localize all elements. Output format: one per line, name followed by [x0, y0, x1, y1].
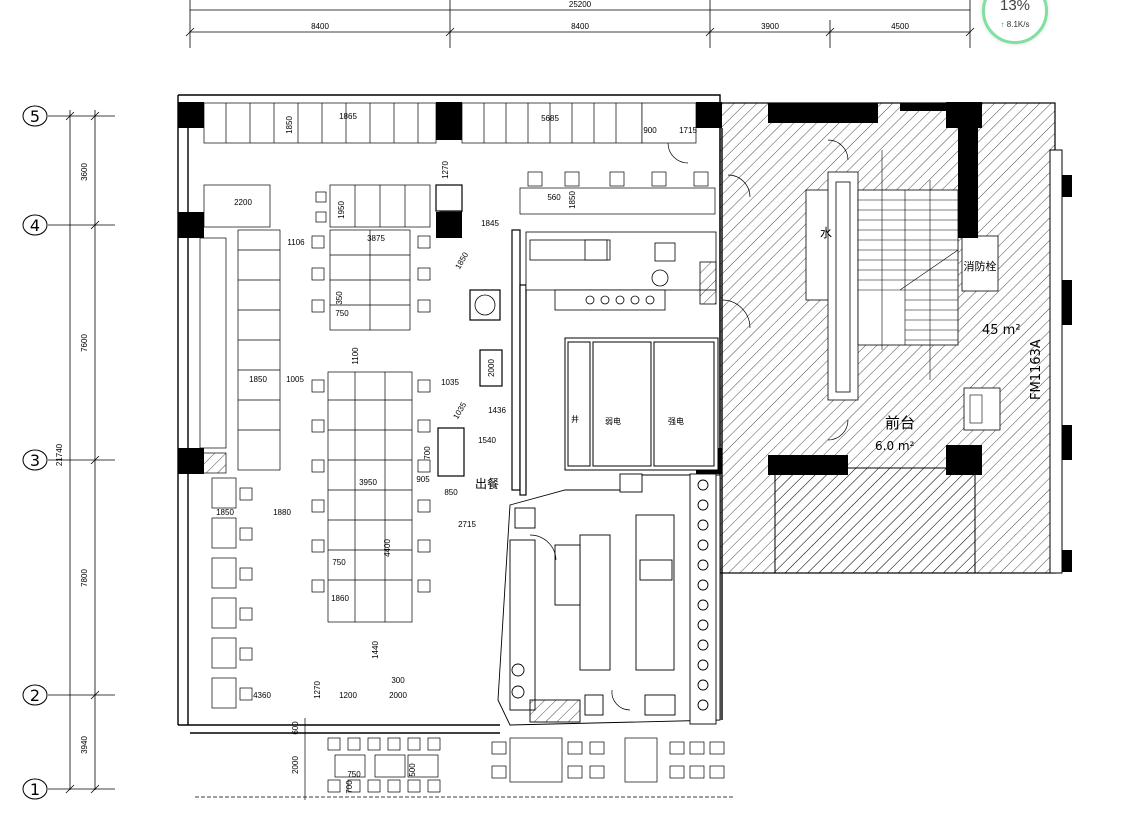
- fire-hydrant-label: 消防栓: [964, 259, 997, 273]
- dim-interior: 2000: [487, 359, 496, 377]
- dim-interior: 4400: [383, 539, 392, 557]
- dim-interior: 750: [347, 770, 361, 779]
- dim-interior: 600: [291, 721, 300, 735]
- dim-interior: 2715: [458, 520, 476, 529]
- dim-interior: 1100: [351, 347, 360, 365]
- upload-arrow-icon: ↑: [1000, 20, 1005, 29]
- fire-panel: [963, 387, 1001, 431]
- dim-interior: 4360: [253, 691, 271, 700]
- dim-interior: 1440: [371, 641, 380, 659]
- axis-bubbles: [22, 105, 48, 800]
- exit-label: 出餐: [475, 476, 499, 491]
- dim-interior: 1950: [337, 201, 346, 219]
- hall-area-label: 45 m²: [982, 323, 1021, 338]
- dim-left-total: 21740: [55, 443, 64, 466]
- interior-dimensions: 1850 1865 5685 900 1715 1270 2200 1950 5…: [216, 112, 697, 794]
- front-area-label: 前台: [885, 414, 915, 432]
- door-swings: [529, 139, 849, 711]
- dim-interior: 350: [335, 291, 344, 305]
- dim-interior: 560: [547, 193, 561, 202]
- dim-interior: 1715: [679, 126, 697, 135]
- dim-interior: 1850: [216, 508, 234, 517]
- dim-interior: 2200: [234, 198, 252, 207]
- widget-speed-row: ↑ 8.1K/s: [985, 20, 1045, 29]
- structural-columns: [178, 102, 982, 475]
- kitchen-upper-equipment: [525, 231, 717, 311]
- dim-interior: 1850: [285, 116, 294, 134]
- dim-top-1: 8400: [311, 22, 329, 31]
- axis-label-4: 4: [30, 216, 40, 235]
- dim-top-2: 8400: [571, 22, 589, 31]
- dim-interior: 1106: [287, 238, 305, 247]
- dim-interior: 2000: [291, 756, 300, 774]
- dim-interior: 850: [444, 488, 458, 497]
- dim-interior: 1436: [488, 406, 506, 415]
- fire-hydrant: 消防栓: [961, 235, 999, 292]
- dim-interior: 700: [423, 446, 432, 460]
- left-lower-tables: [211, 477, 253, 709]
- dim-total-width: 25200: [569, 0, 592, 9]
- weak-electric-label: 弱电: [605, 416, 621, 426]
- widget-speed: 8.1K/s: [1006, 20, 1030, 29]
- storage-rooms: [564, 337, 719, 471]
- outdoor-seating: [327, 737, 725, 793]
- fm-label: FM1163A: [1029, 339, 1044, 400]
- dim-interior: 700: [345, 780, 354, 794]
- strong-electric-label: 强电: [668, 416, 684, 426]
- dim-interior: 300: [391, 676, 405, 685]
- dim-left-2: 7600: [80, 334, 89, 352]
- dim-interior: 1850: [568, 191, 577, 209]
- left-dimension-chain: [48, 110, 115, 794]
- dim-interior: 1860: [331, 594, 349, 603]
- dim-interior: 1880: [273, 508, 291, 517]
- restaurant-walls: [177, 94, 723, 734]
- dim-interior: 500: [408, 763, 417, 777]
- dim-left-4: 3940: [80, 736, 89, 754]
- water-label: 水: [820, 226, 832, 240]
- dim-interior: 750: [332, 558, 346, 567]
- dim-interior: 2000: [389, 691, 407, 700]
- dim-left-1: 3600: [80, 163, 89, 181]
- front-size-label: 6.0 m²: [875, 439, 915, 453]
- dim-interior: 1035: [441, 378, 459, 387]
- dim-interior: 750: [335, 309, 349, 318]
- dim-left-3: 7800: [80, 569, 89, 587]
- top-dimension-chain: [185, 0, 975, 48]
- axis-label-5: 5: [30, 107, 40, 126]
- dim-interior: 5685: [541, 114, 559, 123]
- middle-dining-blocks: [311, 229, 431, 623]
- dim-top-4: 4500: [891, 22, 909, 31]
- dim-interior: 3875: [367, 234, 385, 243]
- left-bench-seating: [199, 229, 281, 474]
- dim-top-3: 3900: [761, 22, 779, 31]
- dim-interior: 900: [643, 126, 657, 135]
- window-booth-row: [203, 102, 697, 144]
- kitchen-lower: [497, 473, 721, 726]
- axis-label-1: 1: [30, 780, 40, 799]
- shaft-label: 井: [571, 414, 579, 424]
- dim-interior: 1270: [441, 161, 450, 179]
- axis-label-2: 2: [30, 686, 40, 705]
- dim-interior: 1540: [478, 436, 496, 445]
- dim-interior: 1850: [249, 375, 267, 384]
- dim-interior: 1865: [339, 112, 357, 121]
- dim-interior: 1845: [481, 219, 499, 228]
- dim-interior: 1200: [339, 691, 357, 700]
- widget-percent: 13%: [999, 0, 1031, 14]
- dim-interior: 1005: [286, 375, 304, 384]
- dim-interior: 905: [416, 475, 430, 484]
- stair-block: [805, 150, 959, 401]
- lobby-room-bottom: [774, 467, 976, 574]
- dim-interior: 1270: [313, 681, 322, 699]
- dim-interior: 3950: [359, 478, 377, 487]
- service-partition: [435, 184, 527, 496]
- axis-label-3: 3: [30, 451, 40, 470]
- dim-interior: 1035: [451, 400, 468, 420]
- dim-interior: 1850: [453, 250, 470, 270]
